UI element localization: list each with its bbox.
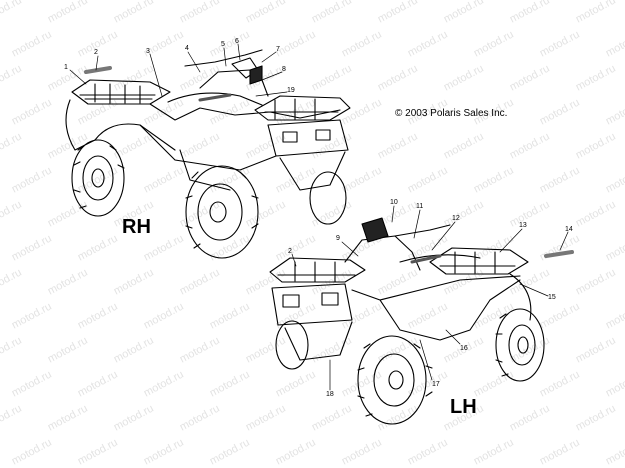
callout-15: 15 [548, 294, 556, 301]
callout-4: 4 [185, 45, 189, 52]
callouts-lh: 2 9 10 11 12 13 14 15 16 17 18 [288, 199, 573, 398]
callout-10: 10 [390, 199, 398, 206]
callout-11: 11 [416, 203, 423, 210]
callout-16: 16 [460, 345, 468, 352]
callout-14: 14 [565, 226, 573, 233]
callout-3: 3 [146, 48, 150, 55]
callout-19: 19 [287, 87, 295, 94]
lh-label: LH [450, 396, 477, 418]
callout-13: 13 [519, 222, 527, 229]
callout-8: 8 [282, 66, 286, 73]
callout-5: 5 [221, 41, 225, 48]
callout-12: 12 [452, 215, 460, 222]
callout-1: 1 [64, 64, 68, 71]
callout-2-lh: 2 [288, 248, 292, 255]
callout-7: 7 [276, 46, 280, 53]
copyright-notice: © 2003 Polaris Sales Inc. [395, 108, 508, 119]
callout-9: 9 [336, 235, 340, 242]
callout-2: 2 [94, 49, 98, 56]
callouts-rh: 1 2 3 4 5 6 7 8 19 [64, 38, 295, 94]
callout-18: 18 [326, 391, 334, 398]
callout-6: 6 [235, 38, 239, 45]
rh-label: RH [122, 216, 151, 238]
atv-lh-drawing [269, 217, 574, 425]
atv-rh-drawing [65, 49, 351, 259]
callout-17: 17 [432, 381, 440, 388]
